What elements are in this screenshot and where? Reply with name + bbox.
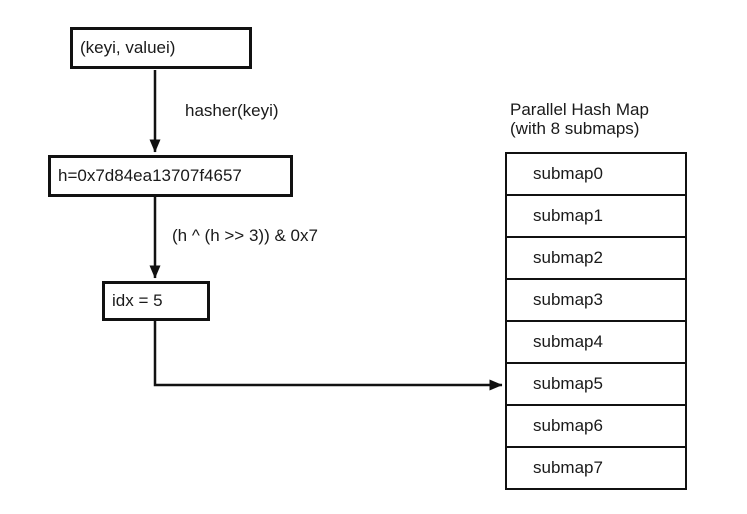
- submap-row-0: submap0: [507, 154, 685, 196]
- submap-row-0-label: submap0: [533, 164, 603, 183]
- node-index-label: idx = 5: [112, 291, 163, 310]
- hashmap-title-line2: (with 8 submaps): [510, 119, 640, 138]
- edge-label-mask: (h ^ (h >> 3)) & 0x7: [172, 226, 318, 245]
- submap-row-7-label: submap7: [533, 458, 603, 477]
- node-hash-value-label: h=0x7d84ea13707f4657: [58, 166, 242, 185]
- node-key-value-label: (keyi, valuei): [80, 38, 176, 57]
- submap-row-4: submap4: [507, 322, 685, 364]
- submap-row-3-label: submap3: [533, 290, 603, 309]
- hashmap-title-line1: Parallel Hash Map: [510, 100, 649, 119]
- submap-row-1-label: submap1: [533, 206, 603, 225]
- node-hash-value: h=0x7d84ea13707f4657: [48, 155, 293, 197]
- node-key-value: (keyi, valuei): [70, 27, 252, 69]
- submap-row-3: submap3: [507, 280, 685, 322]
- submap-row-7: submap7: [507, 448, 685, 488]
- submap-row-6-label: submap6: [533, 416, 603, 435]
- submap-row-6: submap6: [507, 406, 685, 448]
- edge-label-hasher: hasher(keyi): [185, 101, 279, 120]
- submap-row-5-label: submap5: [533, 374, 603, 393]
- submap-row-2: submap2: [507, 238, 685, 280]
- node-index: idx = 5: [102, 281, 210, 321]
- submap-row-4-label: submap4: [533, 332, 603, 351]
- submap-row-1: submap1: [507, 196, 685, 238]
- submap-row-5: submap5: [507, 364, 685, 406]
- edge-index-to-submap5-arrow: [153, 321, 503, 391]
- submap-stack: submap0 submap1 submap2 submap3 submap4 …: [505, 152, 687, 490]
- hashmap-title: Parallel Hash Map (with 8 submaps): [510, 100, 649, 138]
- submap-row-2-label: submap2: [533, 248, 603, 267]
